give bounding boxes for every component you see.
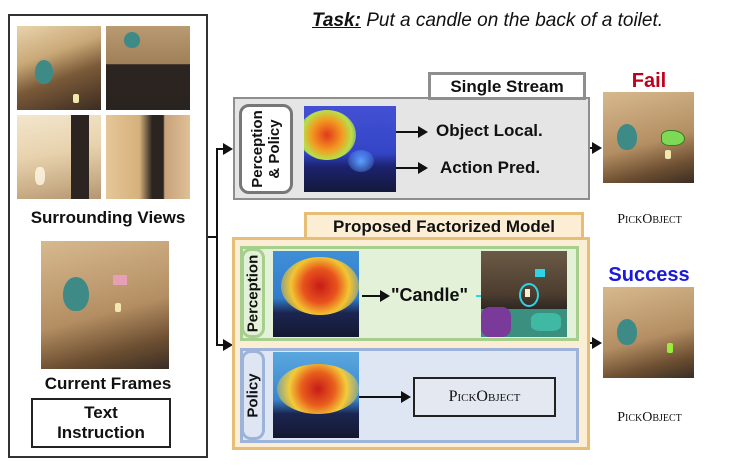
arrow-policy-line [359,396,403,398]
instruction-line-2: Instruction [57,423,145,442]
perception-policy-module: Perception & Policy [239,104,293,194]
object-localization-label: Object Local. [436,121,543,140]
single-stream-heatmap [304,106,396,192]
surrounding-view-4 [106,115,190,199]
surrounding-views-label: Surrounding Views [30,208,186,227]
policy-tab: Policy [241,350,265,440]
surrounding-view-2 [106,26,190,110]
policy-heatmap [273,352,359,438]
arrow-candle-line [362,295,382,297]
connector-vertical [216,148,218,346]
arrow-fail-icon [592,142,602,154]
action-prediction-label: Action Pred. [440,158,541,177]
connector-to-single [216,148,226,150]
arrow-action-icon [418,162,428,174]
surrounding-view-3 [17,115,101,199]
arrow-action-line [396,167,420,169]
module-line-1: Perception [249,110,266,188]
factorized-model-title: Proposed Factorized Model [304,212,584,240]
perception-tab: Perception [241,248,265,338]
perception-label: Perception [244,254,262,332]
fail-action-label: PickObject [617,212,682,227]
success-action-label: PickObject [617,410,682,425]
fail-label: Fail [631,70,667,92]
arrow-to-factorized-icon [223,339,233,351]
single-stream-title: Single Stream [428,72,586,100]
current-frame [41,241,169,369]
success-label: Success [608,264,690,286]
task-title: Task: Put a candle on the back of a toil… [312,10,664,31]
current-frames-label: Current Frames [44,374,172,393]
module-line-2: & Policy [266,119,283,179]
perception-mask-image [481,251,567,337]
arrow-policy-icon [401,391,411,403]
arrow-success-icon [592,337,602,349]
policy-label: Policy [244,372,262,418]
perception-heatmap [273,251,359,337]
instruction-line-1: Text [84,403,118,422]
policy-action-box: PickObject [413,377,556,417]
arrow-candle-icon [380,290,390,302]
arrow-object-line [396,131,420,133]
connector-main [208,236,218,238]
policy-action-label: PickObject [448,388,521,405]
connector-to-factorized [216,344,226,346]
fail-result-image [603,92,694,183]
surrounding-view-1 [17,26,101,110]
arrow-to-single-icon [223,143,233,155]
success-result-image [603,287,694,378]
text-instruction-box: Text Instruction [31,398,171,448]
arrow-object-icon [418,126,428,138]
candle-output-label: "Candle" [391,285,469,305]
